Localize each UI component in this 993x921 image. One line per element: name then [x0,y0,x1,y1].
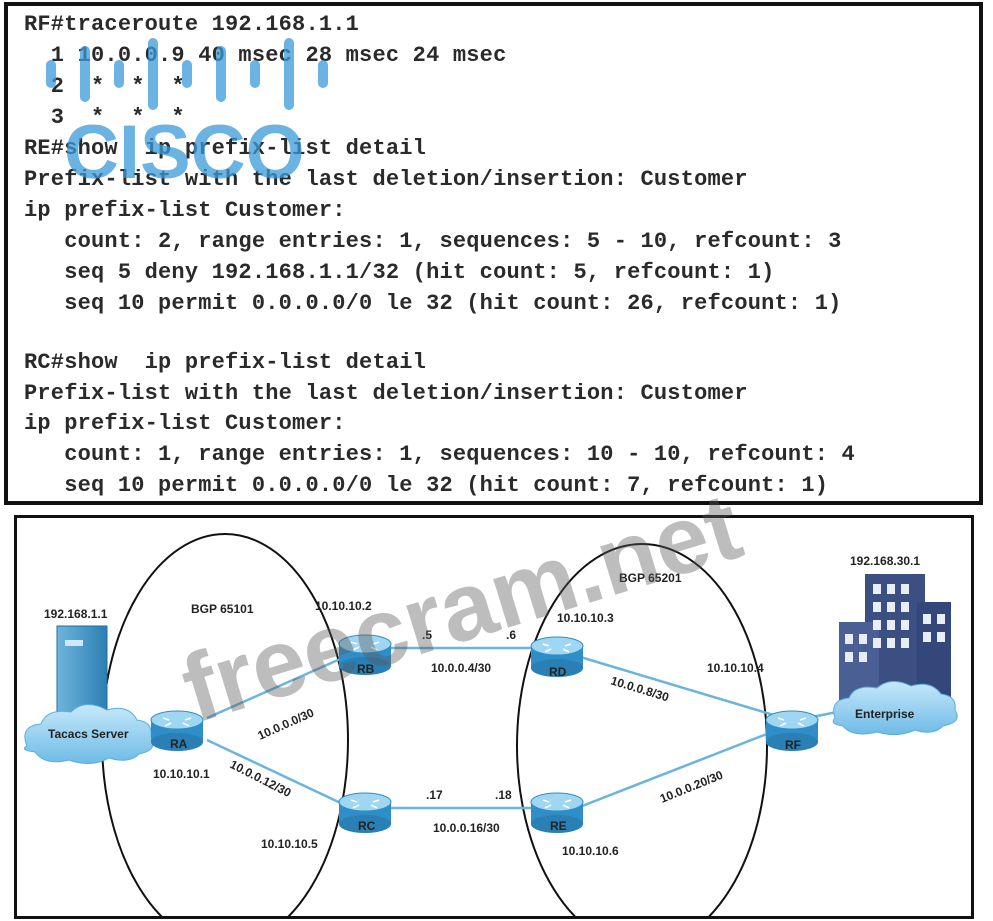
enterprise-label: Enterprise [855,707,915,721]
router-rc: RC 10.10.10.5 [261,792,392,851]
router-ip: 10.10.10.4 [707,661,764,675]
cli-line: ip prefix-list Customer: [24,411,346,436]
cloud-icon [832,681,958,736]
cli-line: RE#show ip prefix-list detail [24,136,427,161]
enterprise-ip: 192.168.30.1 [850,554,920,568]
as-boundary-65201 [516,543,768,916]
link-label-rb-rd: 10.0.0.4/30 [431,661,491,675]
tacacs-server: Tacacs Server 192.168.1.1 [23,607,154,764]
router-ip: 10.10.10.1 [153,767,210,781]
router-name: RA [170,737,188,751]
as-label-65101: BGP 65101 [191,602,254,616]
cli-line: Prefix-list with the last deletion/inser… [24,381,748,406]
tacacs-server-label: Tacacs Server [48,727,129,741]
cli-line: ip prefix-list Customer: [24,198,346,223]
router-rb: RB 10.10.10.2 [315,599,392,676]
cli-line: seq 10 permit 0.0.0.0/0 le 32 (hit count… [24,291,842,316]
cli-line: 3 * * * [24,105,185,130]
cli-line: 1 10.0.0.9 40 msec 28 msec 24 msec [24,43,507,68]
link-label-rd-rf: 10.0.0.8/30 [609,673,671,704]
server-icon [56,625,108,719]
cli-line: Prefix-list with the last deletion/inser… [24,167,748,192]
as-label-65201: BGP 65201 [619,571,682,585]
cli-line: RC#show ip prefix-list detail [24,350,427,375]
link-label-ra-rb: 10.0.0.0/30 [256,705,317,742]
cli-line: seq 5 deny 192.168.1.1/32 (hit count: 5,… [24,260,775,285]
cli-line: RF#traceroute 192.168.1.1 [24,12,360,37]
cli-line: 2 * * * [24,74,185,99]
network-topology-diagram: BGP 65101 BGP 65201 Tacacs Server 192.16… [14,515,974,919]
router-ip: 10.10.10.5 [261,837,318,851]
host-label-re: .18 [495,788,512,802]
router-name: RF [785,738,801,752]
router-rf: RF 10.10.10.4 [707,661,819,752]
router-name: RB [357,662,375,676]
link-label-ra-rc: 10.0.0.12/30 [228,757,294,800]
router-name: RC [358,819,376,833]
link-label-rc-re: 10.0.0.16/30 [433,821,500,835]
cli-line: count: 2, range entries: 1, sequences: 5… [24,229,842,254]
cli-output-panel: RF#traceroute 192.168.1.1 1 10.0.0.9 40 … [4,2,983,505]
router-ip: 10.10.10.6 [562,844,619,858]
router-ip: 10.10.10.3 [557,611,614,625]
router-name: RE [550,819,567,833]
router-ip: 10.10.10.2 [315,599,372,613]
cli-line: seq 10 permit 0.0.0.0/0 le 32 (hit count… [24,473,829,498]
tacacs-server-ip: 192.168.1.1 [44,607,108,621]
router-rd: RD 10.10.10.3 [530,611,614,679]
router-name: RD [549,665,567,679]
cli-line: count: 1, range entries: 1, sequences: 1… [24,442,855,467]
router-re: RE 10.10.10.6 [530,792,619,858]
host-label-rb: .5 [422,628,432,642]
host-label-rc: .17 [426,788,443,802]
host-label-rd: .6 [506,628,516,642]
enterprise-site: Enterprise 192.168.30.1 [832,554,958,736]
router-ra: RA 10.10.10.1 [150,710,210,781]
